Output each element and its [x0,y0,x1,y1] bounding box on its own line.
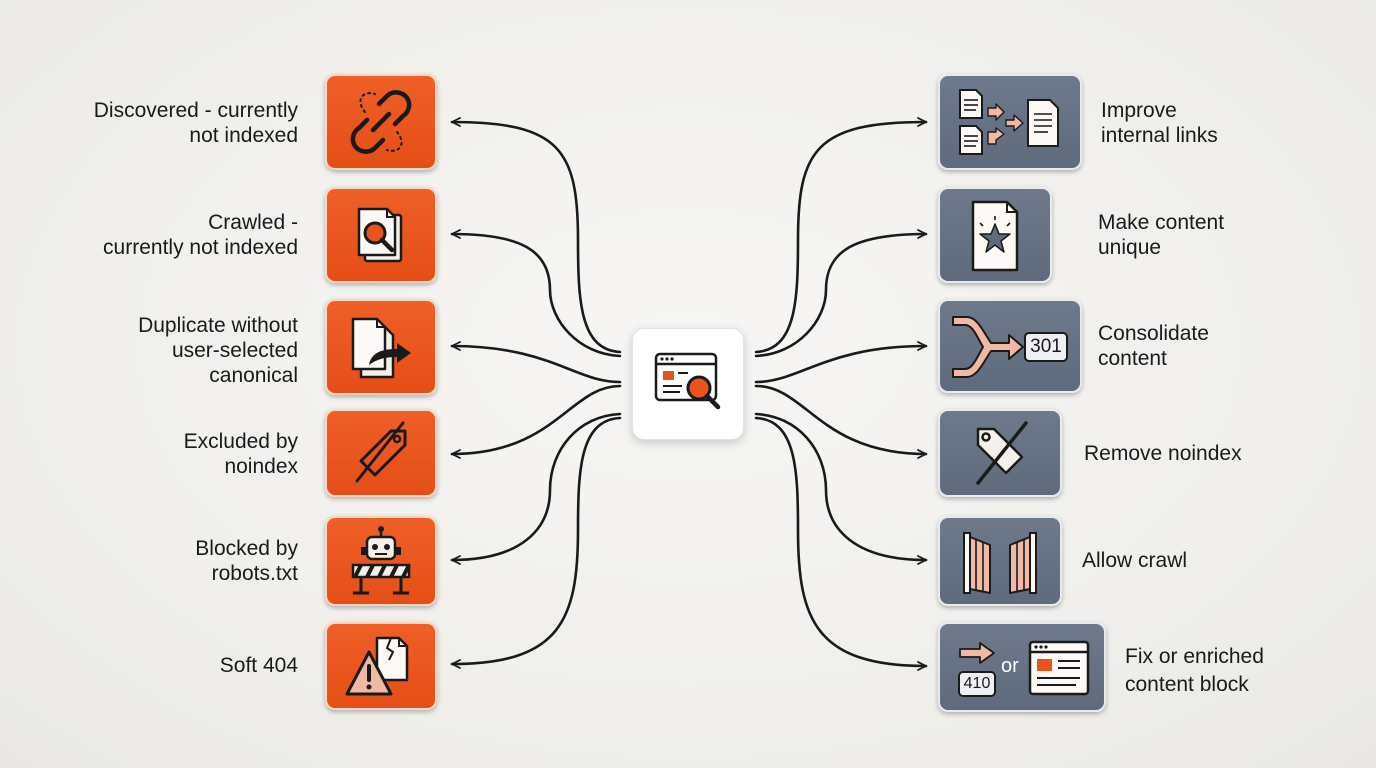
fix-label-soft404-fix: Fix or enriched content block [1125,645,1264,696]
removed-tag-icon [976,421,1028,485]
issue-label-noindex: Excluded by noindex [183,430,298,478]
issue-tile-noindex [325,409,437,497]
connector-issue-6 [450,416,622,669]
issue-label-duplicate: Duplicate without user-selected canonica… [138,314,298,387]
issue-label-discovered: Discovered - currently not indexed [93,99,298,147]
or-text: or [1001,655,1019,677]
connector-fix-3 [754,341,928,384]
open-gate-icon [963,532,1037,594]
fix-tile-soft404-fix: 410 or [938,622,1106,712]
issue-tile-soft404 [325,622,437,710]
connector-issue-4 [450,384,622,459]
connector-fix-4 [754,384,928,459]
content-block-icon [1028,640,1090,696]
badge-301: 301 [1024,332,1068,362]
fix-tile-allow-crawl [938,516,1062,606]
connector-issue-2 [450,229,622,358]
fix-label-consolidate: Consolidate content [1098,322,1209,370]
browser-search-icon [654,352,721,410]
fix-label-internal-links: Improve internal links [1101,99,1218,147]
hub-tile [632,328,744,440]
connector-fix-1 [754,117,928,354]
connector-fix-6 [754,416,928,671]
issue-tile-crawled [325,187,437,283]
connector-fix-2 [754,229,928,358]
fix-tile-unique-content [938,187,1052,283]
fix-tile-consolidate: 301 [938,299,1082,393]
merge-arrow-icon [952,316,1024,378]
redirect-arrow-icon [959,642,995,664]
issue-label-robots: Blocked by robots.txt [195,537,298,585]
warning-document-icon [345,636,409,696]
fix-tile-remove-noindex [938,409,1062,497]
robot-barrier-icon [351,526,411,595]
duplicate-document-arrow-icon [351,317,411,379]
issue-label-crawled: Crawled - currently not indexed [103,211,298,259]
fix-label-unique-content: Make content unique [1098,211,1225,259]
magnifier-document-icon [357,207,403,263]
linked-documents-icon [959,89,1059,155]
issue-tile-duplicate [325,299,437,395]
crossed-tag-icon [355,421,407,483]
issue-tile-robots [325,516,437,606]
fix-label-remove-noindex: Remove noindex [1084,442,1242,465]
fix-tile-internal-links [938,74,1082,170]
broken-link-icon [350,90,412,154]
issue-label-soft404: Soft 404 [219,654,298,677]
connector-issue-1 [450,117,622,354]
connector-issue-5 [450,412,622,565]
connector-issue-3 [450,341,622,384]
badge-410: 410 [958,671,996,697]
issue-tile-discovered [325,74,437,170]
fix-label-allow-crawl: Allow crawl [1082,549,1188,572]
connector-fix-5 [754,412,928,565]
star-document-icon [971,200,1019,272]
